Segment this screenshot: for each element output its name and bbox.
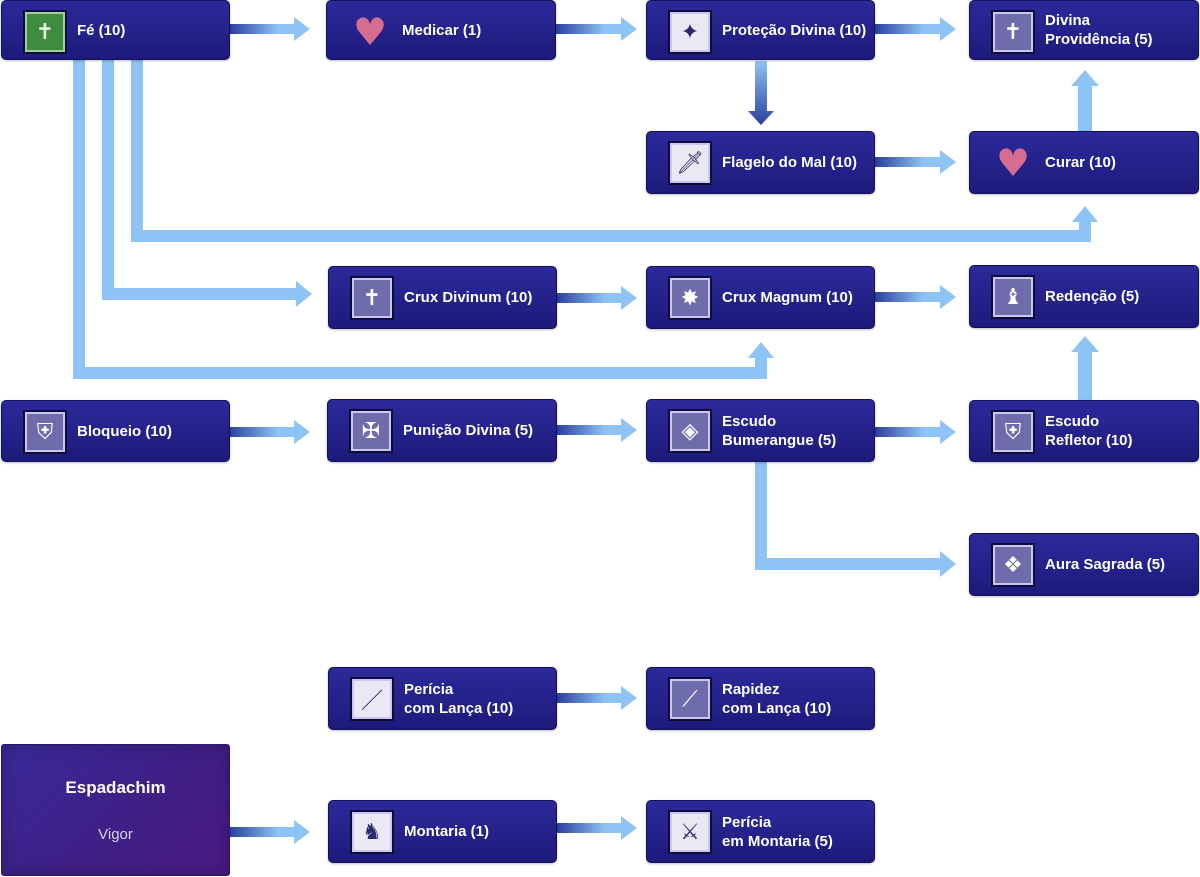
skill-label: Aura Sagrada (5): [1045, 556, 1166, 573]
heart-cross-icon: ♥: [995, 141, 1031, 185]
shield-sparkle-icon: ✦: [668, 10, 712, 54]
skill-label: Bloqueio (10): [77, 422, 173, 440]
skill-montaria[interactable]: ♞ Montaria (1): [328, 800, 557, 863]
skill-label: Medicar (1): [402, 21, 482, 39]
skill-pericia-com-lanca[interactable]: ／ Perícia com Lança (10): [328, 667, 557, 730]
skill-label: Fé (10): [77, 21, 126, 39]
holy-orb-icon: ✠: [349, 409, 393, 453]
skill-label: Perícia em Montaria (5): [722, 813, 833, 850]
arrow-montaria-periciamontaria: [557, 816, 637, 840]
mount-bird-icon: ♞: [350, 810, 394, 854]
arrow-bumerangue-refletor: [875, 420, 956, 444]
skill-protecao-divina[interactable]: ✦ Proteção Divina (10): [646, 0, 875, 60]
skill-flagelo-do-mal[interactable]: 🗡 Flagelo do Mal (10): [646, 131, 875, 194]
arrow-fe-curar: [131, 60, 1098, 242]
skill-label: Divina Providência (5): [1045, 12, 1153, 48]
saint-figure-icon: ✝: [23, 10, 67, 54]
arrow-pericia-rapidez: [557, 686, 637, 710]
arrow-bloqueio-punicao: [229, 420, 310, 444]
arrow-curar-providencia: [1071, 70, 1099, 132]
arrow-fe-medicar: [230, 17, 310, 41]
skill-rapidez-com-lanca[interactable]: ⟋ Rapidez com Lança (10): [646, 667, 875, 730]
light-burst-icon: ✸: [668, 276, 712, 320]
skill-aura-sagrada[interactable]: ❖ Aura Sagrada (5): [969, 533, 1199, 596]
base-class-espadachim[interactable]: Espadachim Vigor: [1, 744, 230, 876]
skill-divina-providencia[interactable]: ✝ Divina Providência (5): [969, 0, 1199, 60]
mounted-spear-icon: ⚔: [668, 810, 712, 854]
skill-pericia-em-montaria[interactable]: ⚔ Perícia em Montaria (5): [646, 800, 875, 863]
skill-bloqueio[interactable]: ⛨ Bloqueio (10): [1, 400, 230, 462]
boomerang-shield-icon: ◈: [668, 409, 712, 453]
skill-label: Escudo Refletor (10): [1045, 413, 1133, 449]
base-class-subtitle: Vigor: [98, 826, 133, 843]
arrow-bumerangue-aura: [755, 462, 956, 577]
spear-speed-icon: ⟋: [668, 677, 712, 721]
skill-curar[interactable]: ♥ Curar (10): [969, 131, 1199, 194]
skill-crux-divinum[interactable]: ✝ Crux Divinum (10): [328, 266, 557, 329]
arrow-punicao-bumerangue: [557, 418, 637, 442]
arrow-espadachim-montaria: [230, 820, 310, 844]
holy-cross-icon: ✝: [991, 10, 1035, 54]
sacred-aura-icon: ❖: [991, 543, 1035, 587]
skill-label: Flagelo do Mal (10): [722, 154, 858, 171]
block-shield-icon: ⛨: [23, 410, 67, 454]
arrow-fe-cruxmagnum: [73, 60, 774, 379]
dagger-icon: 🗡: [668, 141, 712, 185]
skill-label: Punição Divina (5): [403, 422, 534, 439]
arrow-medicar-protecao: [556, 17, 637, 41]
arrow-cruxmagnum-redencao: [875, 285, 956, 309]
arrow-protecao-providencia: [875, 17, 956, 41]
cross-glow-icon: ✝: [350, 276, 394, 320]
skill-label: Montaria (1): [404, 823, 490, 840]
skill-punicao-divina[interactable]: ✠ Punição Divina (5): [327, 399, 557, 462]
skill-label: Crux Divinum (10): [404, 289, 533, 306]
skill-label: Curar (10): [1045, 154, 1116, 171]
skill-label: Rapidez com Lança (10): [722, 680, 832, 717]
arrow-refletor-redencao: [1071, 336, 1099, 400]
skill-crux-magnum[interactable]: ✸ Crux Magnum (10): [646, 266, 875, 329]
skill-label: Perícia com Lança (10): [404, 680, 514, 717]
skill-label: Escudo Bumerangue (5): [722, 412, 837, 449]
skill-label: Crux Magnum (10): [722, 289, 853, 306]
skill-fe[interactable]: ✝ Fé (10): [1, 0, 230, 60]
skill-escudo-bumerangue[interactable]: ◈ Escudo Bumerangue (5): [646, 399, 875, 462]
base-class-title: Espadachim: [65, 778, 166, 797]
arrow-flagelo-curar: [875, 150, 956, 174]
arrow-cruxdivinum-cruxmagnum: [557, 286, 637, 310]
skill-escudo-refletor[interactable]: ⛨ Escudo Refletor (10): [969, 400, 1199, 462]
heart-cross-icon: ♥: [352, 10, 388, 54]
skill-redencao[interactable]: ♝ Redenção (5): [969, 265, 1199, 328]
skill-label: Redenção (5): [1045, 288, 1140, 305]
arrow-protecao-flagelo: [748, 61, 774, 125]
reflect-shield-icon: ⛨: [991, 410, 1035, 454]
spear-icon: ／: [350, 677, 394, 721]
skill-label: Proteção Divina (10): [722, 21, 867, 39]
kneeling-figure-icon: ♝: [991, 275, 1035, 319]
skill-medicar[interactable]: ♥ Medicar (1): [326, 0, 556, 60]
